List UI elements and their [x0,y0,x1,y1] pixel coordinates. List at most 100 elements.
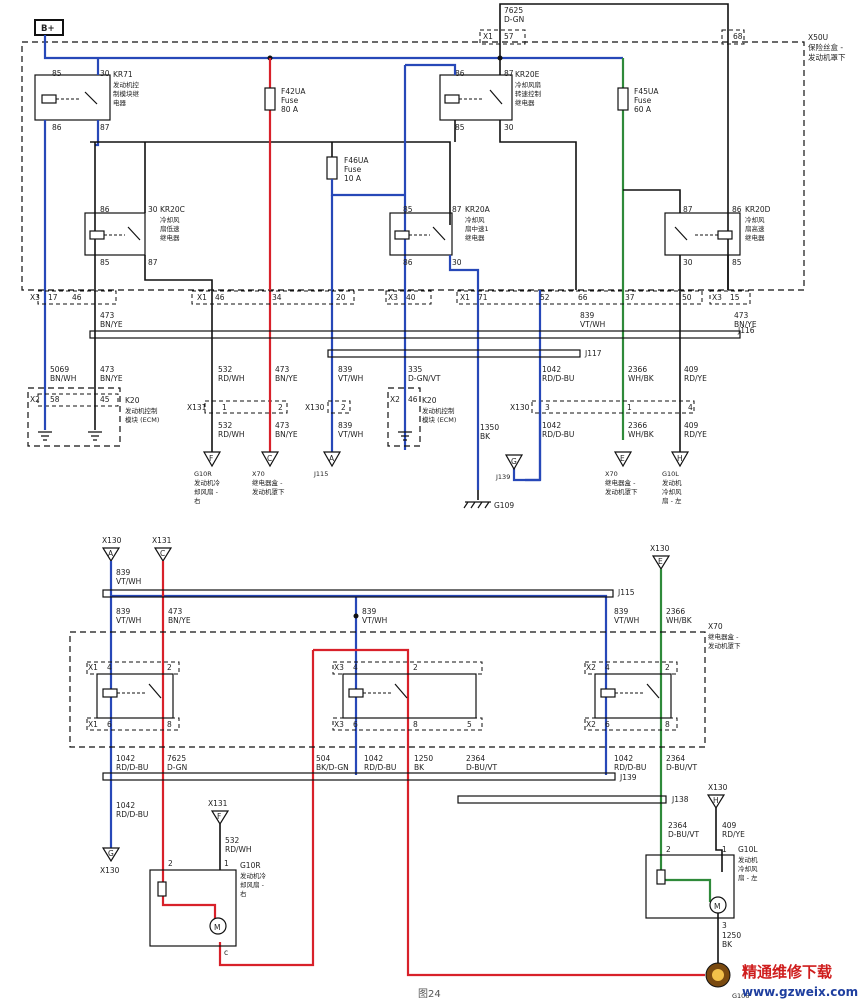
relay-kr20e-name: 冷却风扇 [515,80,541,89]
relay-kr20a-name: 扇中速1 [465,224,489,233]
wire-color: VT/WH [338,374,363,383]
ref-letter: E [658,557,663,566]
wire-label: 473 [100,311,115,320]
relay-kr20e-name: 转速控制 [515,89,542,98]
relay-kr20a-switch [432,226,446,241]
relay-kr20d-name: 扇高速 [745,224,765,233]
wire-color: BN/YE [275,430,298,439]
harness-j138-label: J138 [671,795,689,804]
conn-row-pin: 66 [578,293,588,302]
wire-code: 2364 [466,754,485,763]
relay-kr20a-id: KR20A [465,205,491,214]
motor-g10r-box [149,869,237,947]
wire-kr20e-30 [499,120,577,290]
wire-color: RD/YE [684,430,707,439]
conn-pin: 3 [545,403,550,412]
ecm-k20-left [27,387,121,447]
fuse-f42ua-rating: 80 A [281,105,299,114]
relay-1 [342,673,477,719]
wire-code: 2366 [628,421,647,430]
relay-box-name: 继电器盒 - [708,632,739,641]
harness-j115-label: J115 [617,588,635,597]
relay-kr20d-name: 继电器 [745,233,765,242]
relay-pin: 2 [167,663,172,672]
relay-kr20a-pin: 85 [403,205,413,214]
relay-kr71-name: 制模块继 [113,89,140,98]
motor-g10r-name: 发动机冷 [240,871,267,880]
wire-color: RD/D-BU [614,763,646,772]
ref-triangle [613,451,633,468]
conn-row-pin: 71 [478,293,488,302]
relay-switch [148,683,162,699]
conn-row-conn: X3 [712,293,722,302]
relay-kr20e-pin: 87 [504,69,514,78]
wire-label: RD/YE [722,830,745,839]
relay-conn-top [86,661,180,675]
ref-name: 发动机罩下 [605,487,638,496]
motor-g10l-name: 扇 - 左 [738,873,758,882]
battery-label: B+ [41,24,55,34]
relay-box-id: X70 [708,622,723,631]
ref-letter: E [620,454,625,463]
relay-conn: X1 [88,720,98,729]
conn-x130: X130 [510,403,530,412]
ref-triangle-g [101,847,121,863]
ground-icon [88,431,102,441]
harness-j138 [457,795,667,804]
relay-kr20c-name: 继电器 [160,233,180,242]
wire-color: RD/WH [218,374,245,383]
figure-caption: 图24 [418,988,441,1000]
ground-g109-icon [463,501,491,509]
ref-letter: C [160,549,165,558]
pin-68: 68 [733,32,743,41]
harness-j116-label: J116 [737,326,755,335]
pin-57: 57 [504,32,514,41]
wire-color: D-BU/VT [666,763,698,772]
fuse-f46ua-id: F46UA [344,156,369,165]
conn-row-pin: 52 [540,293,550,302]
wire-label: VT/WH [614,616,639,625]
relay-kr71-switch [84,91,98,105]
wire-f46-out [330,179,405,197]
wire-kr71-bus [90,141,451,225]
ground-g109-label: G109 [494,501,514,510]
wire-1042-top [525,290,542,482]
motor-g10l-name: 冷却风 [738,864,758,873]
relay-kr20e-pin: 85 [455,123,465,132]
wire-color: RD/D-BU [116,763,148,772]
relay-switch [394,683,408,699]
wire-label: VT/WH [580,320,605,329]
ref-letter: H [677,454,683,463]
ecm-k20-conn [37,393,119,407]
relay-2 [594,673,672,719]
conn-box [191,290,355,305]
wire-code: 532 [218,365,233,374]
fuse-box-name-1: 保险丝盒 - [808,42,843,52]
ecm-conn: X2 [390,395,400,404]
ref-triangle [202,451,222,468]
relay-kr20d-coil [717,230,733,240]
wire-color: BN/YE [100,374,123,383]
ground-icon [38,431,52,441]
conn-pin: 2 [278,403,283,412]
wire-color: BN/YE [275,374,298,383]
relay-kr20e-pin: 30 [504,123,514,132]
ecm-name: 发动机控制 [125,406,158,415]
ecm-pin: 46 [408,395,418,404]
wire-kr20e-86b [405,63,457,75]
ref-h-conn: X130 [708,783,728,792]
wire-code: 504 [316,754,331,763]
relay-kr20c-pin: 30 [148,205,158,214]
ecm-id: K20 [422,396,437,405]
relay-conn: X2 [586,663,596,672]
fuse-box-name-2: 发动机罩下 [808,52,846,62]
wire-code: 532 [218,421,233,430]
motor-g10r-id: G10R [240,861,261,870]
conn-row-conn: X3 [388,293,398,302]
wire-label: 1042 [116,801,135,810]
wire-code: 473 [275,421,290,430]
ref-letter: C [267,454,272,463]
ref-letter: F [217,812,221,821]
